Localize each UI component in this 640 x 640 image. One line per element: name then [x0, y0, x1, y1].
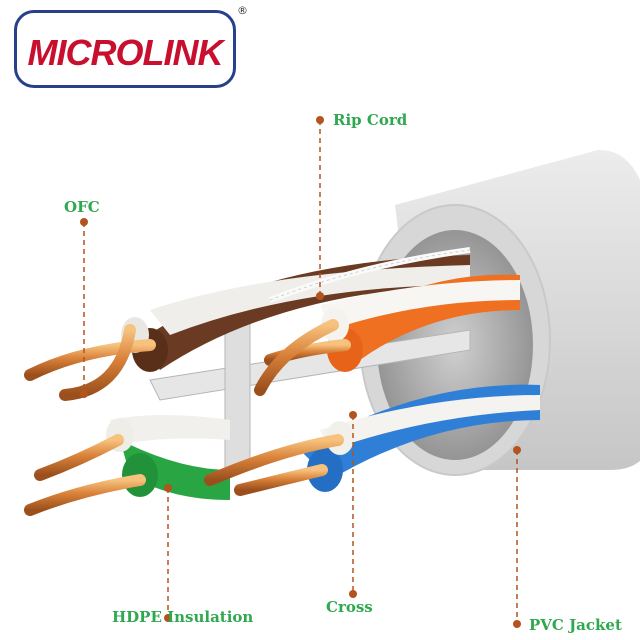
copper-wire-green-2 — [34, 434, 124, 481]
copper-wire-orange-2 — [254, 319, 339, 396]
label-ofc: OFC — [64, 198, 100, 216]
leader-pvc-jacket — [513, 446, 521, 628]
brand-logo: MICROLINK — [14, 10, 236, 88]
copper-wire-brown-2 — [59, 324, 136, 401]
leader-ofc — [80, 218, 88, 398]
copper-wire-green-1 — [24, 474, 146, 516]
leader-hdpe-insulation — [164, 484, 172, 622]
leader-cross — [349, 411, 357, 598]
rip-cord — [268, 247, 471, 303]
brand-logo-text: MICROLINK — [27, 32, 224, 73]
registered-mark: ® — [237, 4, 248, 17]
label-pvc-jacket: PVC Jacket — [529, 616, 622, 634]
label-hdpe-insulation: HDPE Insulation — [112, 608, 254, 626]
copper-wire-blue-2 — [234, 464, 328, 496]
copper-wire-blue-1 — [204, 434, 344, 486]
leader-rip-cord — [316, 116, 324, 300]
label-rip-cord: Rip Cord — [333, 111, 408, 129]
copper-wire-brown-1 — [24, 339, 156, 381]
label-cross: Cross — [326, 598, 373, 616]
